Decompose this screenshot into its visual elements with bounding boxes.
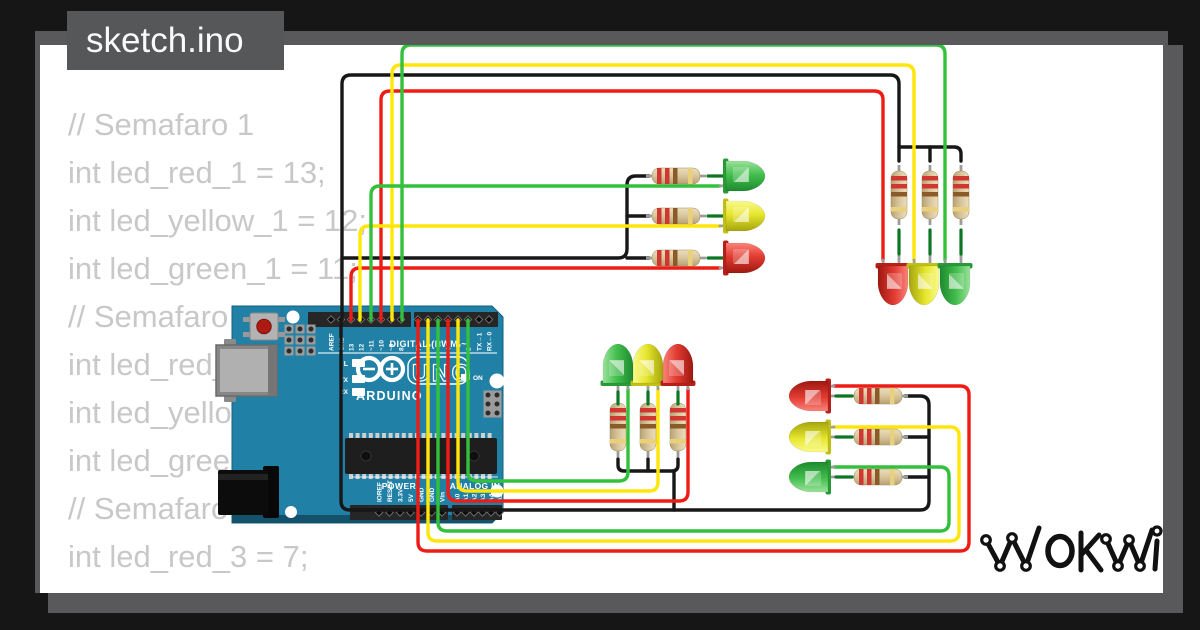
code-line: // Semafaro 1 bbox=[68, 107, 255, 142]
frame-border-top bbox=[35, 31, 1168, 45]
code-line: int led_red_2 = 10; bbox=[68, 347, 326, 382]
frame-border-left bbox=[35, 31, 40, 593]
file-tab-label: sketch.ino bbox=[86, 20, 244, 60]
code-line: int led_green_2 = 8; bbox=[68, 443, 343, 478]
code-line: int led_yellow_3 = 6; bbox=[68, 586, 350, 593]
code-line: int led_red_1 = 13; bbox=[68, 155, 326, 190]
code-line: int led_red_3 = 7; bbox=[68, 539, 309, 574]
code-snippet: // Semafaro 1 int led_red_1 = 13; int led_… bbox=[40, 45, 1163, 593]
code-line: // Semafaro 3 bbox=[68, 491, 255, 526]
frame-border-right bbox=[1163, 45, 1183, 613]
code-line: int led_yellow_2 = 9; bbox=[68, 395, 350, 430]
frame-border-bottom bbox=[48, 593, 1183, 613]
code-line: // Semafaro 2 bbox=[68, 299, 255, 334]
file-tab[interactable]: sketch.ino bbox=[67, 11, 284, 70]
code-line: int led_yellow_1 = 12; bbox=[68, 203, 368, 238]
circuit-canvas: // Semafaro 1 int led_red_1 = 13; int led_… bbox=[40, 45, 1163, 593]
code-line: int led_green_1 = 11; bbox=[68, 251, 358, 286]
